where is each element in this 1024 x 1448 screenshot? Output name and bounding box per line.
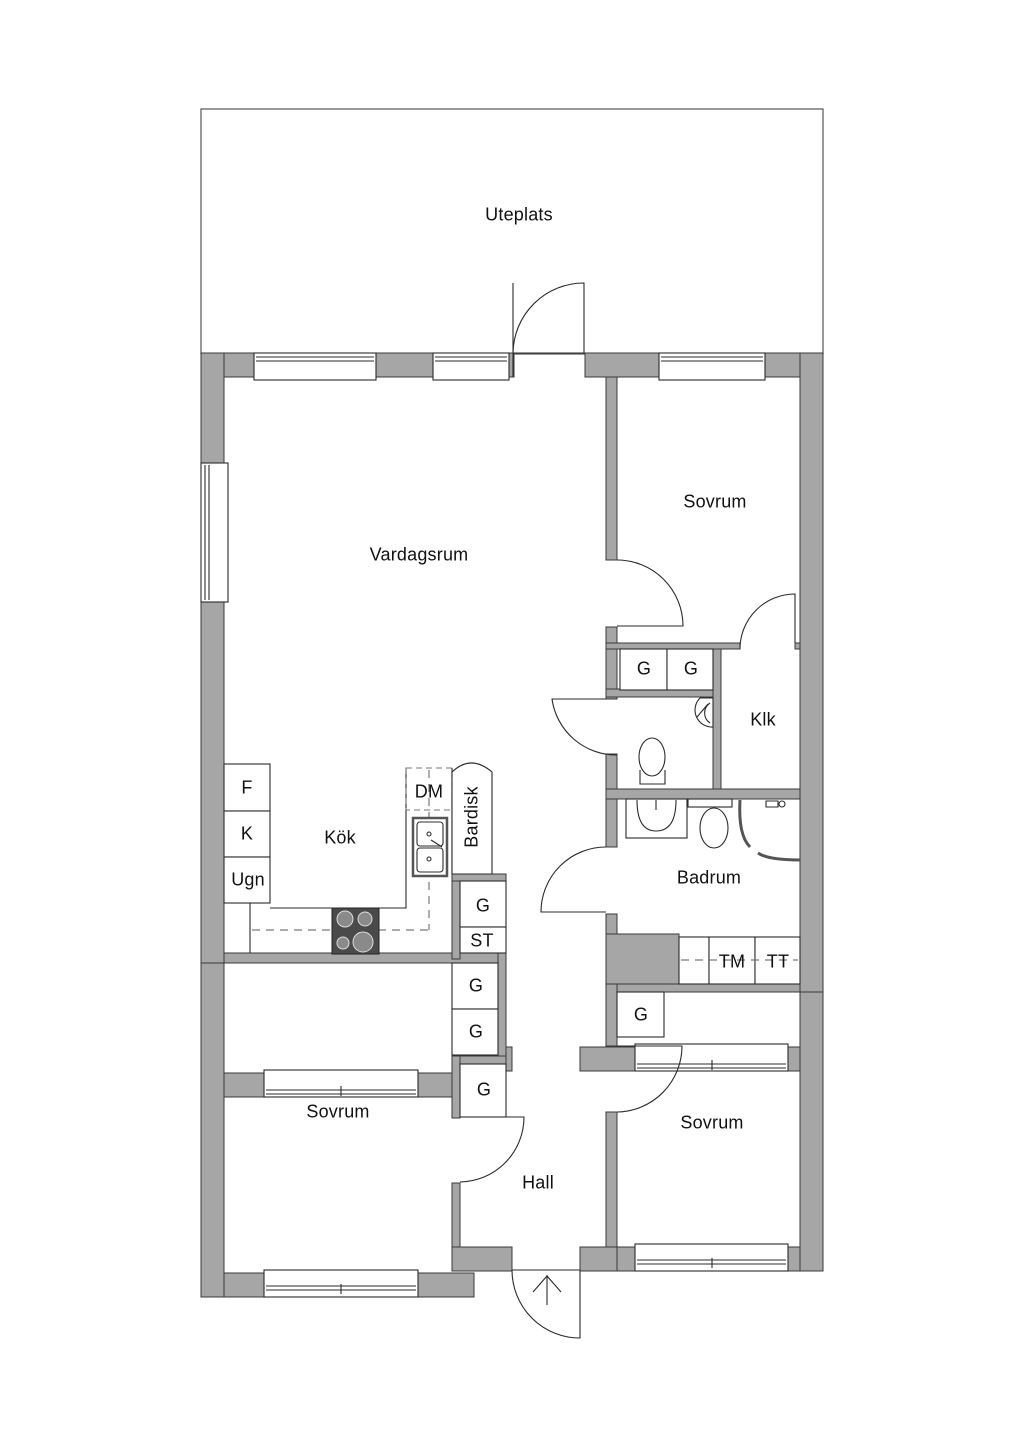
wall-badrum-left-upper xyxy=(605,798,618,848)
door-swing-icon xyxy=(459,1116,525,1183)
wall-hall-closet-left xyxy=(451,873,461,960)
terrace-outline xyxy=(200,108,824,355)
bar-counter xyxy=(451,762,493,875)
wall-sovrum-right-left xyxy=(605,983,618,1047)
wall-right-lower xyxy=(799,991,824,1272)
door-swing-icon xyxy=(551,698,618,756)
room-label-sovrum: Sovrum xyxy=(680,1112,744,1133)
wall-hall-closet-top xyxy=(451,873,507,882)
wall-living-bedroom xyxy=(605,376,618,561)
closet-label: G xyxy=(475,895,491,916)
room-label-hall: Hall xyxy=(522,1172,554,1193)
closet-label: G xyxy=(633,1004,649,1025)
room-label-badrum: Badrum xyxy=(676,867,742,888)
entrance-door xyxy=(511,1269,581,1339)
closet-box xyxy=(616,991,665,1038)
window-icon xyxy=(658,352,766,381)
room-label-kok: Kök xyxy=(324,827,356,848)
window-icon xyxy=(263,1069,419,1098)
toilet-icon xyxy=(687,798,733,849)
fridge-box xyxy=(223,763,271,812)
wall-sovrum-left-hall-lower xyxy=(451,1182,461,1248)
closet-box xyxy=(451,1008,499,1056)
closet-label: G xyxy=(468,1021,484,1042)
closet-label: G xyxy=(636,658,652,679)
closet-box xyxy=(459,1063,507,1118)
sink-icon xyxy=(411,816,449,878)
window-icon xyxy=(253,352,377,381)
fridge-label: F xyxy=(241,777,253,798)
room-label-sovrum: Sovrum xyxy=(683,491,747,512)
freezer-label: K xyxy=(240,823,254,844)
wall-badrum-block xyxy=(605,933,680,985)
entrance-arrow-icon xyxy=(532,1275,562,1305)
drying-cabinet-label: ST xyxy=(470,930,494,951)
window-icon xyxy=(432,352,510,381)
room-label-vardagsrum: Vardagsrum xyxy=(369,544,469,565)
dishwasher-box xyxy=(405,767,453,811)
wall-right xyxy=(799,352,824,1072)
dishwasher-label: DM xyxy=(414,781,444,802)
wall-hall-bottom-left xyxy=(451,1246,513,1272)
window-icon xyxy=(263,1269,419,1298)
bar-counter-label: Bardisk xyxy=(461,786,482,848)
room-label-sovrum: Sovrum xyxy=(306,1101,370,1122)
door-swing-icon xyxy=(616,1045,683,1113)
shower-icon xyxy=(738,799,801,862)
closet-label: G xyxy=(468,975,484,996)
window-icon xyxy=(634,1243,789,1272)
wall-bedroom-bottom xyxy=(605,642,741,650)
room-label-klk: Klk xyxy=(750,709,776,730)
oven-label: Ugn xyxy=(231,869,265,890)
closet-box xyxy=(666,648,714,691)
sink-icon xyxy=(694,697,714,728)
oven-box xyxy=(223,856,271,904)
window-icon xyxy=(200,462,229,603)
wall-sovrum-right-left-lower xyxy=(605,1111,618,1248)
wall-sovrum-left-hall xyxy=(451,1055,461,1119)
toilet-icon xyxy=(638,737,666,785)
sink-icon xyxy=(625,798,688,839)
stove-icon xyxy=(331,907,380,955)
wall-hall-bottom-right xyxy=(579,1246,621,1272)
closet-box xyxy=(619,648,668,691)
wall-badrum-bottom xyxy=(605,983,801,993)
closet-box xyxy=(451,962,499,1010)
closet-label: G xyxy=(476,1079,492,1100)
door-swing-icon xyxy=(616,559,684,627)
door-swing-icon xyxy=(512,282,585,377)
door-swing-icon xyxy=(739,593,796,650)
wall-sovrum-left-left xyxy=(200,962,225,1298)
wall-klk-top-right xyxy=(794,642,801,650)
closet-label: G xyxy=(683,658,699,679)
door-swing-icon xyxy=(540,846,607,913)
drying-cabinet-box xyxy=(459,926,507,954)
tumble-dryer-label: TT xyxy=(766,951,790,972)
window-icon xyxy=(634,1043,789,1072)
freezer-box xyxy=(223,810,271,858)
wall-closet-right xyxy=(497,952,507,1064)
wall-wc-klk xyxy=(712,648,722,790)
wall-wc-bottom xyxy=(605,788,801,800)
wall-closets-left xyxy=(605,626,618,700)
room-label-uteplats: Uteplats xyxy=(485,204,553,225)
washing-machine-label: TM xyxy=(718,951,746,972)
